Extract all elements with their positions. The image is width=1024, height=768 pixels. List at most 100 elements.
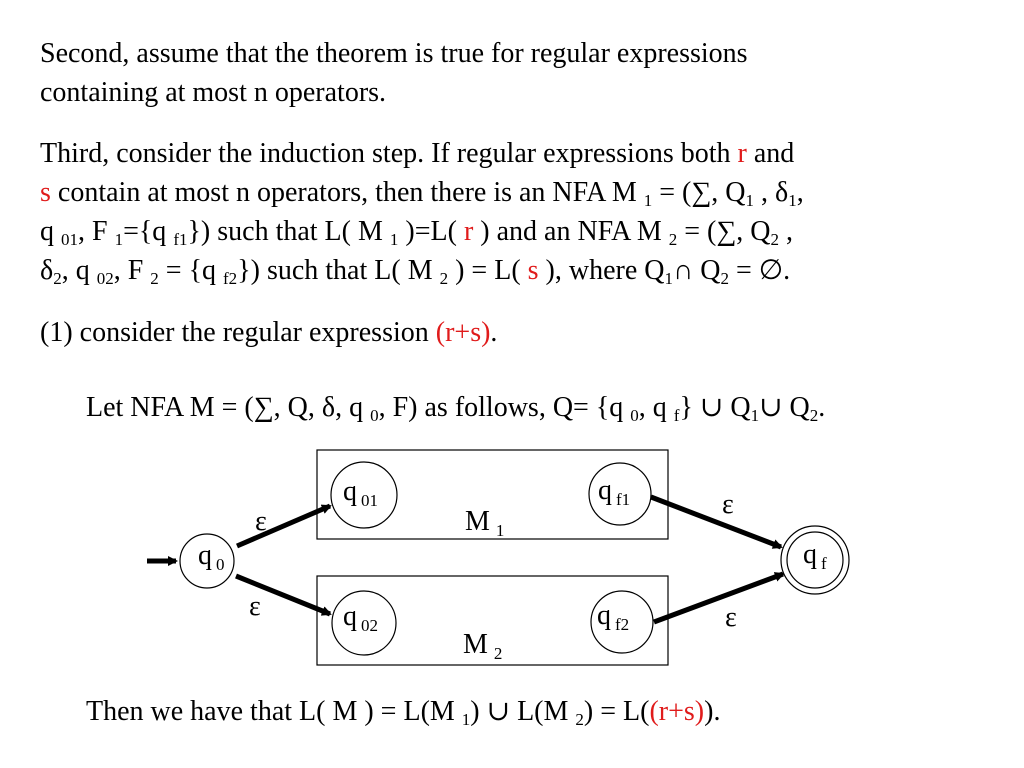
subscript: 0	[370, 406, 379, 425]
transition-q0-q01	[236, 503, 332, 549]
epsilon-label: ε	[255, 506, 267, 537]
state-q02	[331, 590, 397, 656]
text: ).	[704, 696, 721, 727]
text: Let NFA M = (∑, Q, δ, q	[86, 392, 371, 423]
label-sub: f	[821, 554, 827, 573]
state-q0	[179, 533, 235, 589]
label-sub: 1	[496, 521, 505, 540]
text: }) such that L( M	[187, 216, 390, 247]
text: containing at most n operators.	[40, 77, 387, 108]
subscript: 1	[788, 191, 797, 210]
label-main: q	[598, 475, 612, 506]
subscript: 2	[809, 406, 819, 425]
text: ) and an NFA M	[473, 216, 669, 247]
text: ) = L(	[583, 696, 650, 727]
text: , F	[78, 216, 115, 247]
subscript: 2	[439, 269, 449, 288]
label-main: q	[597, 600, 611, 631]
subscript: f	[673, 406, 680, 425]
subscript: 2	[53, 269, 62, 288]
subscript: 01	[61, 230, 78, 249]
text: = ∅.	[728, 255, 791, 286]
text: (1) consider the regular expression	[40, 317, 436, 348]
epsilon-label: ε	[249, 591, 261, 622]
subscript: 02	[96, 269, 114, 288]
state-q01	[330, 461, 398, 529]
text: ,	[796, 177, 804, 208]
text: ) ∪ L(M	[470, 696, 576, 727]
text: δ	[40, 255, 54, 286]
text: ∪ Q	[759, 392, 810, 423]
subscript: 1	[643, 191, 653, 210]
label-main: q	[343, 601, 357, 632]
text: contain at most n operators, then there …	[50, 177, 644, 208]
label-sub: 0	[216, 555, 225, 574]
label-main: q	[803, 539, 817, 570]
subscript: 2	[668, 230, 678, 249]
subscript: f1	[173, 230, 188, 249]
state-qf-outer	[780, 525, 850, 595]
text: Then we have that L( M ) = L(M	[86, 696, 462, 727]
subscript: 2	[720, 269, 729, 288]
label-sub: 01	[361, 491, 378, 510]
label-main: q	[198, 540, 212, 571]
paragraph-base-case: Second, assume that the theorem is true …	[40, 34, 1000, 112]
machine-m2-box	[316, 575, 669, 666]
text: and	[746, 138, 795, 169]
subscript: 0	[630, 406, 639, 425]
text: , q	[61, 255, 97, 286]
subscript: 1	[461, 710, 471, 729]
paragraph-nfa-definition: Let NFA M = (∑, Q, δ, q 0, F) as follows…	[86, 390, 825, 426]
label-main: M	[463, 629, 488, 660]
label-sub: f2	[615, 615, 629, 634]
subscript: 1	[745, 191, 755, 210]
subscript: 1	[114, 230, 124, 249]
text: , F	[113, 255, 151, 286]
regex-s: s	[40, 177, 51, 208]
transition-qf2-qf	[653, 571, 785, 625]
text: .	[490, 317, 498, 348]
transition-qf1-qf	[650, 494, 783, 550]
text: )=L(	[398, 216, 464, 247]
text: , F) as follows, Q= {q	[378, 392, 631, 423]
label-main: M	[465, 506, 490, 537]
state-qf-inner	[786, 531, 844, 589]
transition-q0-q02	[235, 573, 332, 617]
epsilon-label: ε	[722, 489, 734, 520]
text: ∩ Q	[673, 255, 721, 286]
text: ), where Q	[538, 255, 665, 286]
text: .	[818, 392, 826, 423]
label-sub: 2	[494, 644, 503, 663]
machine-m1-box	[316, 449, 669, 540]
regex-r: r	[737, 138, 747, 169]
text: q	[40, 216, 61, 247]
paragraph-induction-step: Third, consider the induction step. If r…	[40, 134, 1000, 290]
state-qf2	[590, 590, 654, 654]
subscript: 1	[389, 230, 399, 249]
regex-r: r	[463, 216, 474, 247]
label-sub: 02	[361, 616, 378, 635]
text: , q	[638, 392, 674, 423]
subscript: f2	[223, 269, 238, 288]
text: ) = L(	[448, 255, 528, 286]
text: = (∑, Q	[652, 177, 746, 208]
paragraph-conclusion: Then we have that L( M ) = L(M 1) ∪ L(M …	[86, 694, 720, 730]
subscript: 1	[750, 406, 760, 425]
regex-union: (r+s)	[435, 317, 491, 348]
subscript: 2	[770, 230, 780, 249]
regex-s: s	[527, 255, 539, 286]
label-sub: f1	[616, 490, 630, 509]
label-main: q	[343, 476, 357, 507]
subscript: 1	[664, 269, 674, 288]
text: = {q	[158, 255, 224, 286]
subscript: 2	[150, 269, 159, 288]
